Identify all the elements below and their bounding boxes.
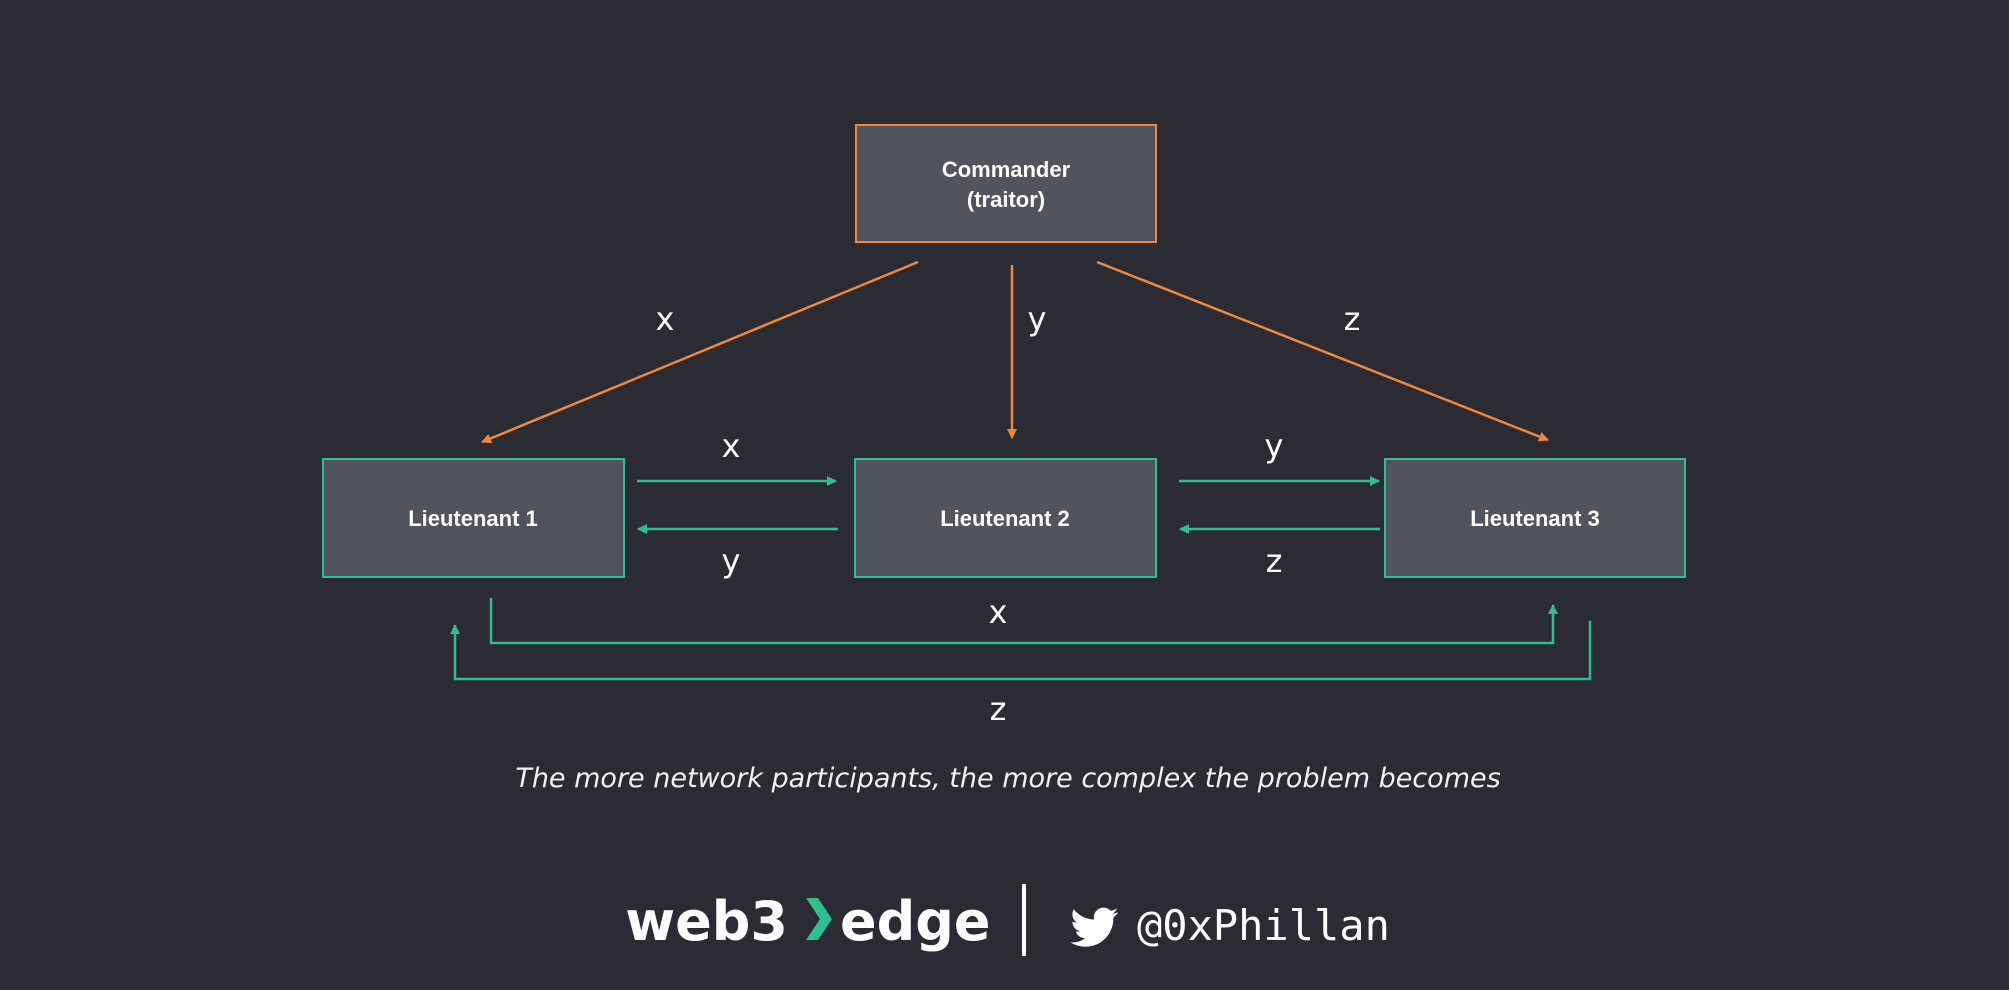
edge-label-commander-to-l1: x xyxy=(656,300,675,338)
edge-label-l1-to-l2: x xyxy=(722,427,741,465)
lieutenant-3-node: Lieutenant 3 xyxy=(1384,458,1686,578)
brand-web3-text: web3 xyxy=(625,890,788,953)
lieutenant-1-label: Lieutenant 1 xyxy=(408,506,538,531)
commander-node: Commander (traitor) xyxy=(855,124,1157,243)
edge-commander-to-l3 xyxy=(1096,260,1549,442)
twitter-bird-icon xyxy=(1070,907,1119,947)
edge-l1-to-l3 xyxy=(489,598,1558,645)
edge-label-l3-to-l1: z xyxy=(990,690,1007,728)
lieutenant-2-node: Lieutenant 2 xyxy=(854,458,1157,578)
footer-divider xyxy=(1022,884,1026,956)
edge-label-commander-to-l2: y xyxy=(1028,300,1047,338)
edge-label-l1-to-l3: x xyxy=(989,593,1008,631)
chevron-right-icon xyxy=(806,898,832,940)
lieutenant-1-node: Lieutenant 1 xyxy=(322,458,625,578)
diagram-caption: The more network participants, the more … xyxy=(515,763,1500,794)
footer: web3 edge @0xPhillan xyxy=(625,884,1390,956)
edge-label-l2-to-l1: y xyxy=(722,542,741,580)
edge-label-commander-to-l3: z xyxy=(1344,300,1361,338)
edge-label-l3-to-l2: z xyxy=(1266,542,1283,580)
lieutenant-3-label: Lieutenant 3 xyxy=(1470,506,1600,531)
edge-l3-to-l1 xyxy=(450,621,1592,681)
edge-commander-to-l1 xyxy=(481,260,919,444)
commander-sublabel: (traitor) xyxy=(967,187,1045,212)
brand-edge-text: edge xyxy=(840,890,991,953)
lieutenant-2-label: Lieutenant 2 xyxy=(940,506,1070,531)
twitter-handle: @0xPhillan xyxy=(1137,901,1390,950)
edge-label-l2-to-l3: y xyxy=(1265,427,1284,465)
commander-label: Commander xyxy=(942,157,1071,182)
